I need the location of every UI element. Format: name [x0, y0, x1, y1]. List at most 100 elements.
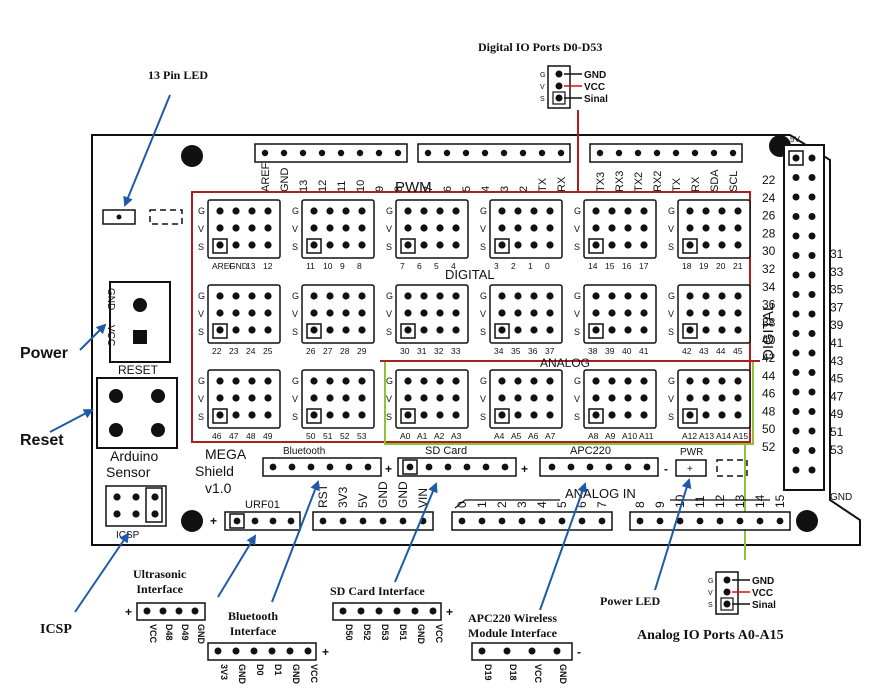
- power-led-callout: Power LED: [600, 594, 661, 608]
- block-pin-label: 1: [528, 261, 533, 271]
- pin: [248, 224, 256, 232]
- pin: [734, 224, 742, 232]
- right-even-label: 34: [762, 280, 776, 294]
- legend-label: VCC: [584, 82, 605, 93]
- pin: [686, 411, 694, 419]
- pin: [310, 394, 318, 402]
- pin: [546, 207, 554, 215]
- right-header-pin: [792, 193, 800, 201]
- pin: [232, 292, 240, 300]
- pin: [686, 241, 694, 249]
- connector-pin: [143, 607, 151, 615]
- pin: [734, 411, 742, 419]
- block-pin-label: A5: [511, 431, 522, 441]
- analog-io-callout: Analog IO Ports A0-A15: [637, 628, 784, 643]
- block-pin-label: 22: [212, 346, 222, 356]
- pin: [216, 309, 224, 317]
- pin: [342, 326, 350, 334]
- header-pin: [696, 517, 704, 525]
- pin: [326, 411, 334, 419]
- block-pin-label: 34: [494, 346, 504, 356]
- svg-text:V: V: [668, 309, 674, 319]
- pin: [404, 411, 412, 419]
- legend-pin: [723, 576, 731, 584]
- pin: [702, 326, 710, 334]
- pin: [326, 377, 334, 385]
- connector-pin-label: D0: [255, 664, 265, 676]
- right-header-pin: [808, 154, 816, 162]
- pin: [498, 377, 506, 385]
- analog-header-label: 4: [535, 501, 549, 508]
- pin: [498, 207, 506, 215]
- arrow-power: [79, 323, 107, 351]
- pin: [310, 224, 318, 232]
- pin: [216, 292, 224, 300]
- pin: [592, 394, 600, 402]
- pin: [530, 224, 538, 232]
- analog-header-label: 5: [555, 501, 569, 508]
- block-pin-label: 18: [682, 261, 692, 271]
- pin: [702, 394, 710, 402]
- pin: [436, 224, 444, 232]
- header-pin: [615, 149, 623, 157]
- pin: [592, 207, 600, 215]
- mega-shield-line2: Shield: [195, 463, 234, 479]
- svg-text:V: V: [480, 309, 486, 319]
- header-pin: [394, 149, 402, 157]
- pin: [592, 292, 600, 300]
- pin: [608, 411, 616, 419]
- svg-text:S: S: [386, 242, 392, 252]
- pin: [624, 292, 632, 300]
- pin: [624, 207, 632, 215]
- connector-pin: [214, 647, 222, 655]
- pin: [358, 394, 366, 402]
- svg-text:G: G: [574, 376, 581, 386]
- right-header-pin: [792, 447, 800, 454]
- top-header-label: 9: [374, 186, 386, 192]
- top-header-label: GND: [279, 168, 291, 193]
- connector-pin: [175, 607, 183, 615]
- pin: [718, 224, 726, 232]
- block-pin-label: 17: [639, 261, 649, 271]
- block-pin-label: 7: [400, 261, 405, 271]
- mega-shield-line3: v1.0: [205, 480, 232, 496]
- pin: [734, 292, 742, 300]
- header-pin: [538, 517, 546, 525]
- top-header-label: 11: [336, 181, 348, 192]
- header-pin: [558, 517, 566, 525]
- pin: [608, 207, 616, 215]
- arrow-icsp: [74, 532, 130, 613]
- header-pin: [636, 517, 644, 525]
- right-odd-label: 49: [830, 407, 844, 421]
- right-even-label: 36: [762, 298, 776, 312]
- pin: [420, 224, 428, 232]
- right-header-pins: [788, 150, 816, 474]
- top-header-label: RX: [690, 176, 702, 192]
- urf01-label: URF01: [245, 499, 280, 511]
- block-pin-label: 21: [733, 261, 743, 271]
- header-pin: [299, 149, 307, 157]
- power-header: [312, 511, 434, 531]
- right-even-label: 48: [762, 404, 776, 418]
- right-even-label: 52: [762, 440, 776, 454]
- svg-text:S: S: [198, 412, 204, 422]
- pin: [452, 292, 460, 300]
- pin: [498, 394, 506, 402]
- pin: [530, 207, 538, 215]
- block-pin-label: 5: [434, 261, 439, 271]
- pin: [358, 207, 366, 215]
- pin: [498, 292, 506, 300]
- header-pin: [375, 149, 383, 157]
- arduino-sensor-line1: Arduino: [110, 448, 158, 464]
- arduino-sensor-line2: Sensor: [106, 464, 151, 480]
- top-header-label: RX3: [614, 171, 626, 192]
- pin: [342, 207, 350, 215]
- pin: [420, 411, 428, 419]
- legend-pin: [723, 588, 731, 596]
- pin: [420, 377, 428, 385]
- right-header-pin: [808, 271, 816, 279]
- svg-text:G: G: [668, 376, 675, 386]
- header-pin: [425, 463, 433, 471]
- pin: [718, 326, 726, 334]
- right-even-label: 26: [762, 209, 776, 223]
